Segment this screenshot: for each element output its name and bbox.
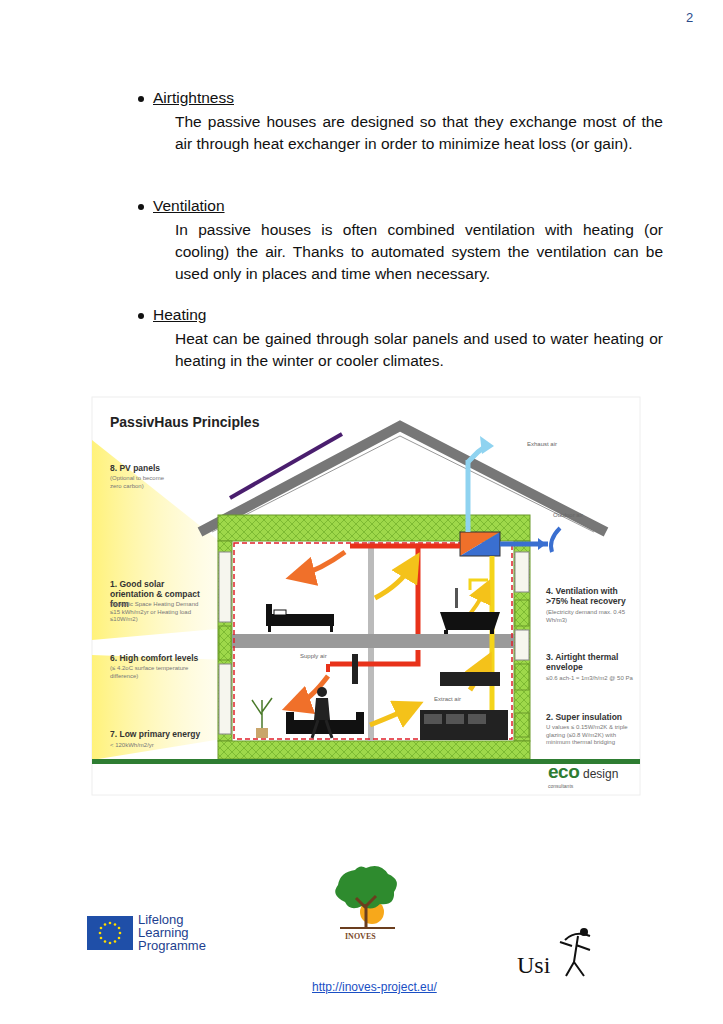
principle-note: (Specific Space Heating Demand ≤15 kWh/m… bbox=[110, 601, 202, 624]
principle-note: (≤ 4.2oC surface temperature difference) bbox=[110, 665, 200, 680]
principle-note: ≤0.6 ach-1 ≈ 1m3/h/m2 @ 50 Pa bbox=[546, 675, 636, 683]
section-body: The passive houses are designed so that … bbox=[175, 111, 663, 155]
section-heading: Heating bbox=[153, 306, 206, 324]
programme-name: Lifelong Learning Programme bbox=[138, 913, 218, 952]
flow-label: Supply air bbox=[300, 653, 327, 659]
principle-heading: 3. Airtight thermal envelope bbox=[546, 652, 638, 672]
section-body: Heat can be gained through solar panels … bbox=[175, 328, 663, 372]
logo-text: consultants bbox=[548, 783, 573, 789]
logo-text: eco bbox=[548, 761, 579, 783]
principle-note: (Electricity demand max. 0.45 Wh/m3) bbox=[546, 609, 634, 624]
principle-heading: 2. Super insulation bbox=[546, 712, 638, 722]
principle-heading: 7. Low primary energy bbox=[110, 729, 210, 739]
section-heading: Airtightness bbox=[153, 89, 234, 107]
page-number: 2 bbox=[686, 10, 693, 25]
principle-note: < 120kWh/m2/yr bbox=[110, 742, 154, 750]
logo-text: design bbox=[583, 767, 618, 781]
logo-text: Usi bbox=[517, 952, 550, 979]
flow-label: Outdoor air bbox=[553, 512, 583, 518]
flow-label: Exhaust air bbox=[527, 441, 557, 447]
principle-note: (Optional to become zero carbon) bbox=[110, 475, 172, 490]
diagram-title: PassivHaus Principles bbox=[110, 414, 259, 430]
web-link: http://inoves-project.eu/ bbox=[312, 980, 437, 994]
principle-heading: 6. High comfort levels bbox=[110, 653, 210, 663]
logo-text: INOVES bbox=[345, 932, 376, 941]
section-body: In passive houses is often combined vent… bbox=[175, 219, 663, 285]
principle-heading: 8. PV panels bbox=[110, 463, 160, 473]
principle-note: U values ≤ 0.15W/m2K & triple glazing (≤… bbox=[546, 724, 636, 747]
principle-heading: 4. Ventilation with >75% heat recovery bbox=[546, 586, 638, 606]
section-heading: Ventilation bbox=[153, 197, 225, 215]
flow-label: Extract air bbox=[434, 696, 461, 702]
